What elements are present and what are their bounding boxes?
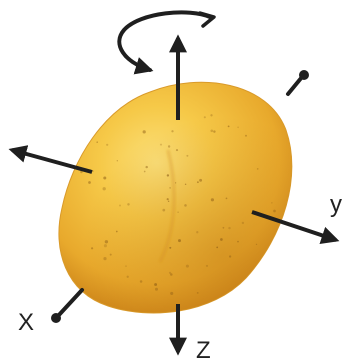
potato-speckle bbox=[125, 265, 127, 267]
y-axis-arrow bbox=[251, 210, 340, 244]
potato-speckle bbox=[116, 160, 118, 162]
potato-speckle bbox=[213, 130, 216, 133]
potato-ridge bbox=[158, 149, 176, 263]
potato-speckle bbox=[225, 197, 228, 200]
potato bbox=[58, 81, 293, 314]
potato-speckle bbox=[104, 240, 109, 244]
potato-speckle bbox=[170, 273, 173, 276]
potato-speckle bbox=[167, 200, 170, 202]
potato-speckle bbox=[102, 187, 106, 191]
potato-speckle bbox=[126, 275, 129, 278]
potato-speckle bbox=[205, 264, 209, 267]
z-axis-label: Z bbox=[196, 337, 211, 361]
x-axis-label: X bbox=[18, 309, 34, 336]
y-axis-label: y bbox=[330, 191, 342, 218]
y-axis-back-endpoint bbox=[299, 70, 309, 80]
potato-speckle bbox=[273, 209, 276, 213]
potato-speckle bbox=[166, 174, 170, 177]
potato-speckle bbox=[103, 257, 107, 261]
potato-speckle bbox=[203, 116, 206, 119]
potato-speckle bbox=[241, 221, 245, 225]
potato-speckle bbox=[166, 198, 169, 201]
potato-speckle bbox=[196, 292, 199, 294]
potato-speckle bbox=[162, 208, 166, 212]
potato-speckle bbox=[184, 183, 187, 186]
potato-speckle bbox=[127, 203, 130, 206]
potato-speckle bbox=[115, 230, 118, 233]
axis-labels: X y Z bbox=[18, 191, 342, 361]
potato-speckle bbox=[237, 126, 239, 129]
potato-speckle bbox=[91, 247, 94, 250]
potato-speckle bbox=[169, 246, 172, 249]
potato-speckle bbox=[139, 280, 143, 283]
potato-speckle bbox=[103, 244, 107, 248]
potato-speckle bbox=[228, 226, 231, 230]
potato-speckle bbox=[210, 198, 214, 202]
potato-speckle bbox=[106, 143, 109, 146]
x-axis-segment bbox=[56, 288, 84, 318]
potato-speckle bbox=[174, 182, 177, 184]
potato-speckle bbox=[80, 170, 83, 174]
potato-speckle bbox=[169, 187, 171, 189]
y-axis-back-segment bbox=[286, 75, 304, 96]
x-axis-endpoint bbox=[51, 313, 61, 323]
potato-speckle bbox=[271, 202, 273, 204]
potato-speckle bbox=[143, 170, 146, 173]
potato-speckle bbox=[167, 145, 171, 148]
potato-speckle bbox=[222, 226, 225, 229]
potato-speckle bbox=[88, 181, 91, 184]
potato-speckle bbox=[155, 287, 158, 291]
potato-speckle bbox=[210, 129, 214, 133]
potato-speckle bbox=[210, 114, 213, 117]
potato-speckle bbox=[255, 243, 258, 246]
potato-speckle bbox=[220, 238, 223, 241]
potato-speckle bbox=[109, 253, 112, 256]
potato-speckle bbox=[168, 271, 172, 274]
potato-speckle bbox=[186, 154, 189, 157]
potato-speckle bbox=[196, 181, 199, 184]
potato-speckle bbox=[177, 211, 179, 213]
potato-speckle bbox=[103, 176, 107, 180]
potato-speckle bbox=[216, 246, 219, 249]
potato-speckle bbox=[119, 204, 121, 207]
potato-speckle bbox=[228, 255, 232, 258]
potato-speckle bbox=[170, 291, 174, 295]
potato-speckle bbox=[145, 165, 148, 169]
potato-speckle bbox=[154, 283, 158, 286]
potato-speckle bbox=[227, 125, 230, 128]
potato-speckle bbox=[159, 143, 163, 146]
potato-speckle bbox=[142, 130, 146, 134]
left-axis-arrow bbox=[8, 145, 93, 174]
potato-speckle bbox=[245, 134, 247, 137]
potato-speckle bbox=[178, 239, 181, 243]
potato-speckle bbox=[237, 240, 239, 243]
potato-speckle bbox=[196, 231, 199, 234]
potato-speckle bbox=[96, 141, 98, 143]
potato-speckle bbox=[185, 264, 189, 268]
potato-speckle bbox=[91, 170, 94, 172]
rotation-arrow-tail-icon bbox=[198, 11, 216, 28]
potato-speckle bbox=[171, 130, 174, 133]
potato-speckle bbox=[199, 178, 203, 182]
potato-speckle bbox=[184, 204, 187, 207]
potato-speckle bbox=[175, 149, 179, 152]
axes-back bbox=[286, 70, 309, 96]
potato-speckles bbox=[80, 109, 276, 295]
axes-front bbox=[8, 10, 340, 356]
potato-speckle bbox=[256, 168, 259, 170]
curved-rotation-arrow-icon bbox=[117, 10, 212, 75]
